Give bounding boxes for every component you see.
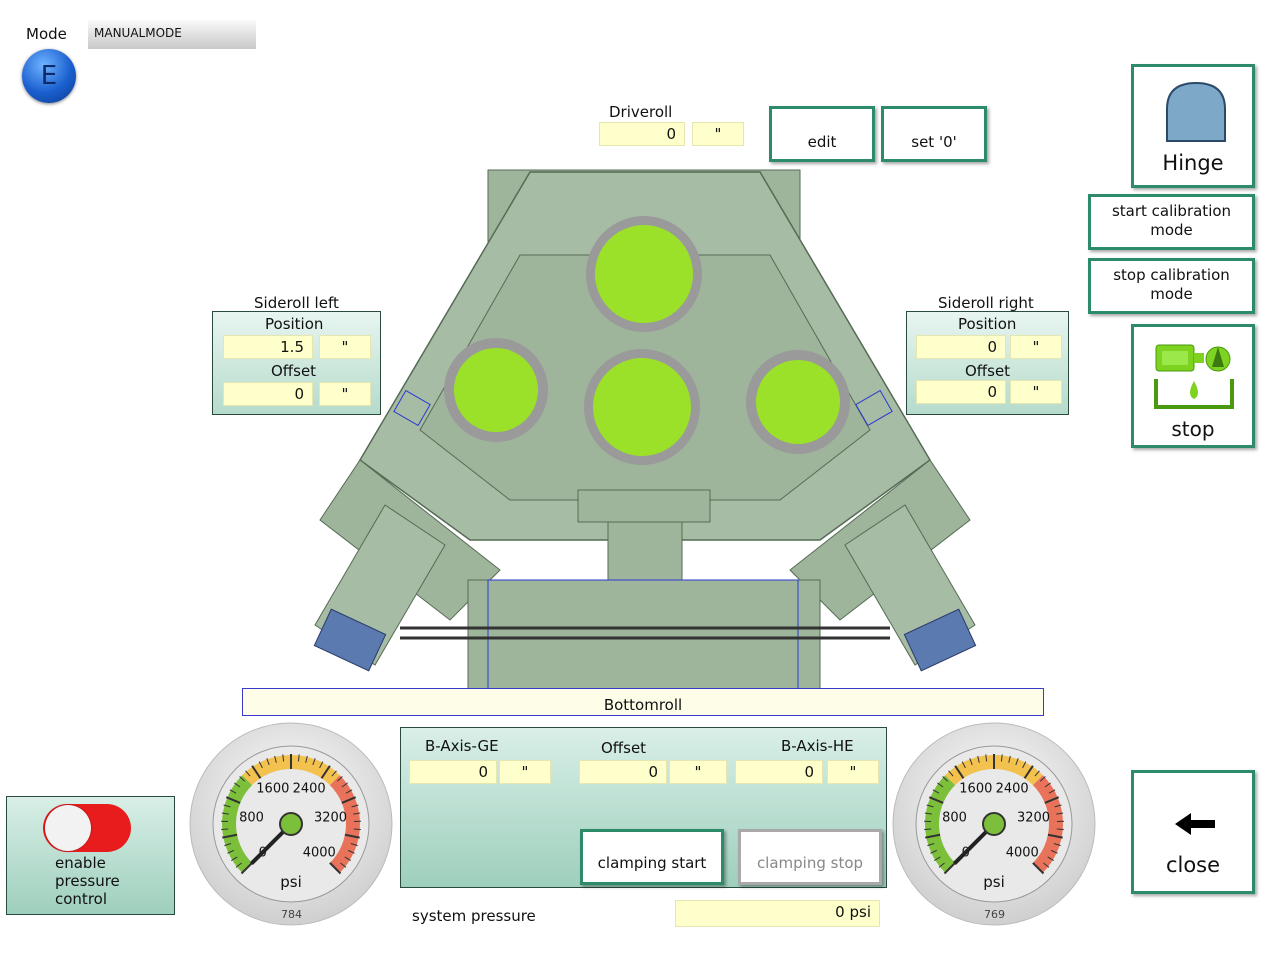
gauge-tick-label: 800 — [942, 811, 967, 826]
b-axis-he-value: 0 — [735, 760, 823, 784]
gauge-readout: 784 — [281, 908, 302, 921]
pressure-toggle-switch[interactable] — [43, 804, 131, 852]
gauge-tick-label: 3200 — [314, 811, 347, 826]
gauge-readout: 769 — [984, 908, 1005, 921]
stop-label: stop — [1171, 417, 1215, 441]
pressure-control-panel: enable pressure control — [6, 796, 175, 915]
system-pressure-label: system pressure — [412, 907, 536, 925]
gauge-unit: psi — [983, 873, 1005, 891]
gauge-tick-label: 800 — [239, 811, 264, 826]
offset-unit: " — [669, 760, 727, 784]
sideroll-right-position: 0 — [916, 335, 1006, 359]
sideroll-left-offset-label: Offset — [271, 362, 317, 380]
gauge-unit: psi — [280, 873, 302, 891]
pressure-toggle-label: enable pressure control — [55, 854, 120, 908]
b-axis-ge-value: 0 — [409, 760, 497, 784]
hinge-button[interactable]: Hinge — [1131, 64, 1255, 188]
pressure-gauge-right: 08001600240032004000psi 769 — [892, 722, 1097, 927]
b-axis-he-unit: " — [827, 760, 879, 784]
sideroll-right-position-unit: " — [1010, 335, 1062, 359]
clamping-stop-button[interactable]: clamping stop — [738, 829, 882, 885]
right-roll — [746, 350, 850, 454]
sideroll-left-panel: Position 1.5 " Offset 0 " — [212, 311, 381, 415]
sideroll-right-offset-label: Offset — [965, 362, 1011, 380]
offset-label: Offset — [601, 739, 647, 757]
close-label: close — [1165, 853, 1221, 877]
sideroll-left-position-label: Position — [265, 315, 324, 333]
edit-button[interactable]: edit — [769, 106, 875, 162]
bottomroll-bar: Bottomroll — [242, 688, 1044, 716]
arrow-left-icon — [1175, 813, 1215, 835]
gauge-tick-label: 1600 — [256, 781, 289, 796]
axis-panel: B-Axis-GE 0 " Offset 0 " B-Axis-HE 0 " c… — [400, 727, 887, 888]
gauge-tick-label: 4000 — [303, 845, 336, 860]
sideroll-left-position: 1.5 — [223, 335, 313, 359]
gauge-dial: 08001600240032004000psi — [189, 722, 393, 926]
b-axis-ge-unit: " — [499, 760, 551, 784]
gauge-tick-label: 1600 — [959, 781, 992, 796]
stop-calibration-button[interactable]: stop calibration mode — [1088, 258, 1255, 314]
b-axis-ge-label: B-Axis-GE — [425, 737, 499, 755]
sideroll-right-title: Sideroll right — [938, 294, 1034, 312]
sideroll-left-position-unit: " — [319, 335, 371, 359]
pressure-gauge-left: 08001600240032004000psi 784 — [189, 722, 394, 927]
gauge-dial: 08001600240032004000psi — [892, 722, 1096, 926]
gauge-tick-label: 3200 — [1017, 811, 1050, 826]
hinge-icon — [1166, 81, 1226, 142]
stop-button[interactable]: stop — [1131, 324, 1255, 448]
close-button[interactable]: close — [1131, 770, 1255, 894]
mode-label: Mode — [26, 25, 67, 43]
sideroll-right-offset: 0 — [916, 380, 1006, 404]
system-pressure-value: 0 psi — [675, 900, 880, 927]
driveroll-value: 0 — [599, 122, 685, 146]
sideroll-right-panel: Position 0 " Offset 0 " — [906, 311, 1069, 415]
mode-e-icon[interactable]: E — [22, 49, 76, 103]
sideroll-left-offset: 0 — [223, 382, 313, 406]
machine-illustration — [313, 169, 977, 691]
clamping-start-button[interactable]: clamping start — [580, 829, 724, 885]
left-roll — [444, 338, 548, 442]
driveroll-unit: " — [692, 122, 744, 146]
toggle-knob — [45, 805, 91, 851]
gauge-tick-label: 4000 — [1006, 845, 1039, 860]
sideroll-right-position-label: Position — [958, 315, 1017, 333]
hydraulic-pump-icon — [1154, 344, 1234, 409]
sideroll-right-offset-unit: " — [1010, 380, 1062, 404]
b-axis-he-label: B-Axis-HE — [781, 737, 854, 755]
center-roll — [584, 349, 700, 465]
gauge-tick-label: 2400 — [996, 781, 1029, 796]
sideroll-left-title: Sideroll left — [254, 294, 339, 312]
offset-value: 0 — [579, 760, 667, 784]
top-roll — [586, 216, 702, 332]
hinge-label: Hinge — [1162, 151, 1224, 175]
mode-value: MANUALMODE — [88, 20, 256, 49]
start-calibration-button[interactable]: start calibration mode — [1088, 194, 1255, 250]
sideroll-left-offset-unit: " — [319, 382, 371, 406]
gauge-tick-label: 2400 — [293, 781, 326, 796]
driveroll-label: Driveroll — [609, 103, 673, 121]
set-zero-button[interactable]: set '0' — [881, 106, 987, 162]
